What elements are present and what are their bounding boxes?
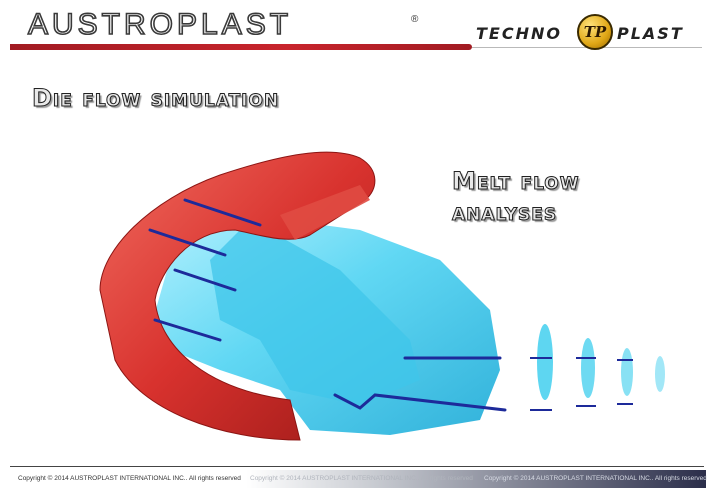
header: AUSTROPLAST ® TECHNO TP PLAST — [0, 0, 720, 56]
footer-copyright-3: Copyright © 2014 AUSTROPLAST INTERNATION… — [484, 475, 707, 482]
technoplast-logo-suffix: PLAST — [617, 24, 684, 43]
footer-divider — [10, 466, 704, 467]
logo-underline-bar — [10, 44, 472, 50]
slide-subtitle: Melt flow analyses — [452, 166, 672, 228]
technoplast-logo-prefix: TECHNO — [476, 24, 562, 43]
die-flow-3d-illustration — [99, 151, 665, 441]
footer-copyright-2: Copyright © 2014 AUSTROPLAST INTERNATION… — [250, 475, 473, 482]
footer-bar — [10, 470, 706, 488]
flow-lines — [148, 198, 507, 412]
registered-mark: ® — [411, 14, 419, 25]
subtitle-line-2: analyses — [452, 198, 558, 227]
melt-flow-inner — [210, 220, 420, 405]
footer-copyright-1: Copyright © 2014 AUSTROPLAST INTERNATION… — [18, 475, 241, 482]
subtitle-line-1: Melt flow — [452, 167, 580, 196]
die-frame-lip — [280, 185, 370, 240]
austroplast-logo: AUSTROPLAST — [27, 7, 293, 42]
slide-title: Die flow simulation — [31, 84, 280, 113]
tp-badge-icon: TP — [577, 14, 613, 50]
flow-cross-sections — [530, 324, 665, 411]
